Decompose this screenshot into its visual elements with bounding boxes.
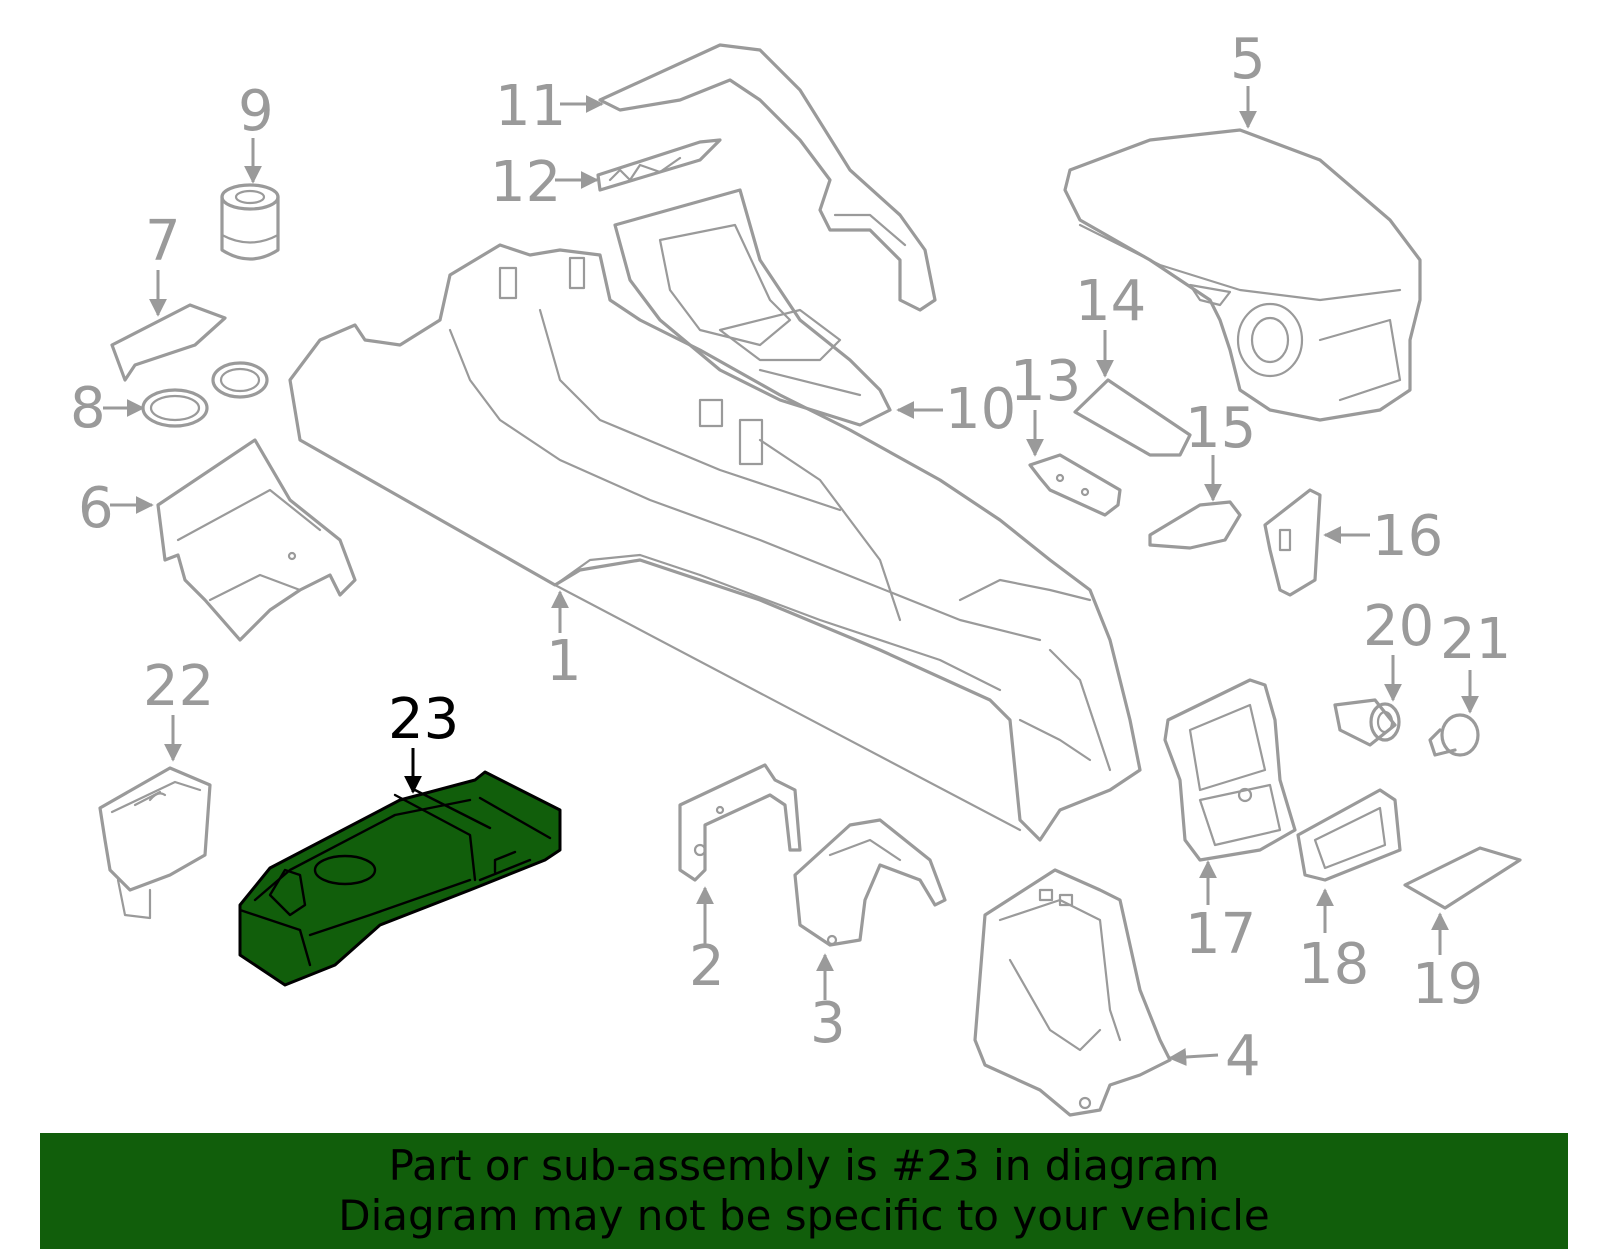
callout-12: 12 — [490, 150, 561, 215]
part-12-strip — [596, 138, 722, 192]
part-21-clip — [1428, 713, 1480, 757]
callout-6: 6 — [78, 476, 114, 541]
callout-19: 19 — [1412, 952, 1483, 1017]
callout-7: 7 — [145, 209, 181, 274]
callout-20: 20 — [1363, 594, 1434, 659]
part-22-switch — [98, 766, 212, 920]
leaders — [103, 86, 1479, 1066]
callout-17: 17 — [1185, 902, 1256, 967]
callout-5: 5 — [1230, 27, 1266, 92]
part-19-mat — [1403, 846, 1522, 910]
callout-3: 3 — [810, 991, 846, 1056]
callout-16: 16 — [1372, 504, 1443, 569]
part-5-armrest — [1063, 128, 1422, 422]
part-4-support — [973, 868, 1172, 1117]
part-1-center-console — [288, 243, 1142, 842]
callout-13: 13 — [1010, 349, 1081, 414]
callout-9: 9 — [238, 79, 274, 144]
callout-21: 21 — [1440, 607, 1511, 672]
part-16-switch-panel — [1263, 488, 1322, 597]
info-banner: Part or sub-assembly is #23 in diagram D… — [40, 1133, 1568, 1249]
part-3-cover — [793, 818, 947, 947]
callout-18: 18 — [1298, 932, 1369, 997]
banner-line-1: Part or sub-assembly is #23 in diagram — [388, 1141, 1220, 1190]
part-18-tray — [1296, 788, 1402, 882]
part-2-bracket — [678, 763, 802, 882]
part-8-cupholder-ring — [141, 361, 269, 428]
part-13-trim — [1028, 453, 1122, 517]
callout-8: 8 — [70, 376, 106, 441]
part-6-bracket — [156, 438, 357, 642]
callout-labels: 1 2 3 4 5 6 7 8 9 10 11 12 13 14 15 16 1… — [70, 27, 1511, 1089]
callout-22: 22 — [143, 654, 214, 719]
part-23-highlighted-assembly — [238, 770, 562, 987]
part-11-rail — [598, 43, 937, 312]
callout-10: 10 — [945, 377, 1016, 442]
part-9-socket — [220, 183, 280, 261]
callout-15: 15 — [1185, 396, 1256, 461]
callout-1: 1 — [546, 629, 582, 694]
part-17-panel — [1163, 678, 1297, 862]
part-15-lid — [1148, 500, 1242, 550]
part-7-cover — [110, 303, 227, 382]
part-20-clip — [1333, 698, 1401, 747]
callout-4: 4 — [1225, 1024, 1261, 1089]
part-10-trim-bezel — [613, 188, 892, 427]
callout-2: 2 — [689, 934, 725, 999]
banner-line-2: Diagram may not be specific to your vehi… — [338, 1191, 1270, 1240]
callout-14: 14 — [1075, 269, 1146, 334]
callout-23: 23 — [388, 687, 459, 752]
callout-11: 11 — [495, 74, 566, 139]
part-14-pad — [1073, 378, 1192, 457]
